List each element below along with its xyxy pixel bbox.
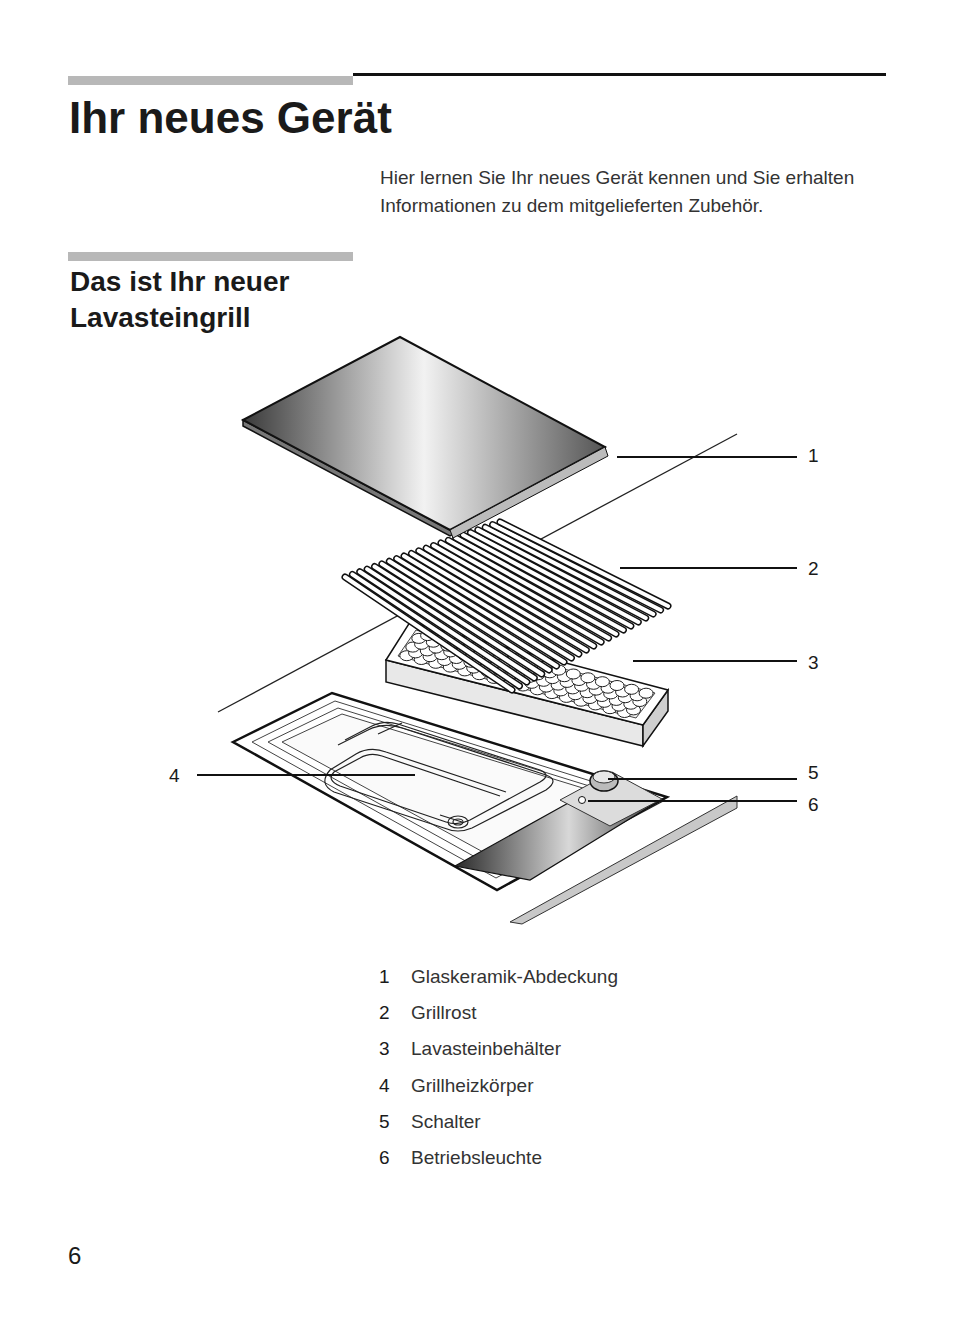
page-number: 6 [68,1240,81,1271]
switch-top [593,771,615,783]
callout-number: 3 [808,650,819,675]
grate-rod-highlight [500,522,668,606]
section-heading: Das ist Ihr neuer Lavasteingrill [70,264,350,336]
heating-element [325,722,553,831]
list-number: 5 [379,1109,390,1134]
list-number: 4 [379,1073,390,1098]
list-number: 1 [379,964,390,989]
lava-stone [595,677,609,687]
indicator-light [579,797,586,804]
leader-lines [197,457,797,801]
part-name: Grillheizkörper [411,1073,533,1098]
part-name: Glaskeramik-Abdeckung [411,964,618,989]
lava-stone [625,684,639,694]
list-number: 6 [379,1145,390,1170]
callout-number: 4 [169,763,180,788]
part-name: Grillrost [411,1000,476,1025]
lava-stone [639,688,653,698]
lava-stone [566,669,580,679]
grate-rod [500,522,668,606]
page-title: Ihr neues Gerät [69,92,392,144]
intro-text: Hier lernen Sie Ihr neues Gerät kennen u… [380,164,900,220]
glass-cover [243,337,608,538]
section-bar [68,252,353,261]
list-number: 2 [379,1000,390,1025]
header-bar [68,76,353,85]
grate-rod [478,530,646,618]
grate-rod-highlight [478,530,646,618]
callout-number: 5 [808,760,819,785]
switch-knob [590,771,618,791]
list-number: 3 [379,1036,390,1061]
callout-number: 1 [808,443,819,468]
grate-rod [485,527,653,614]
lava-stone [581,673,595,683]
part-name: Betriebsleuchte [411,1145,542,1170]
grate-rod-highlight [485,527,653,614]
part-name: Lavasteinbehälter [411,1036,561,1061]
callout-number: 2 [808,556,819,581]
lava-stone [610,681,624,691]
header-rule [353,73,886,76]
part-name: Schalter [411,1109,481,1134]
callout-number: 6 [808,792,819,817]
grill-grate [345,522,668,690]
